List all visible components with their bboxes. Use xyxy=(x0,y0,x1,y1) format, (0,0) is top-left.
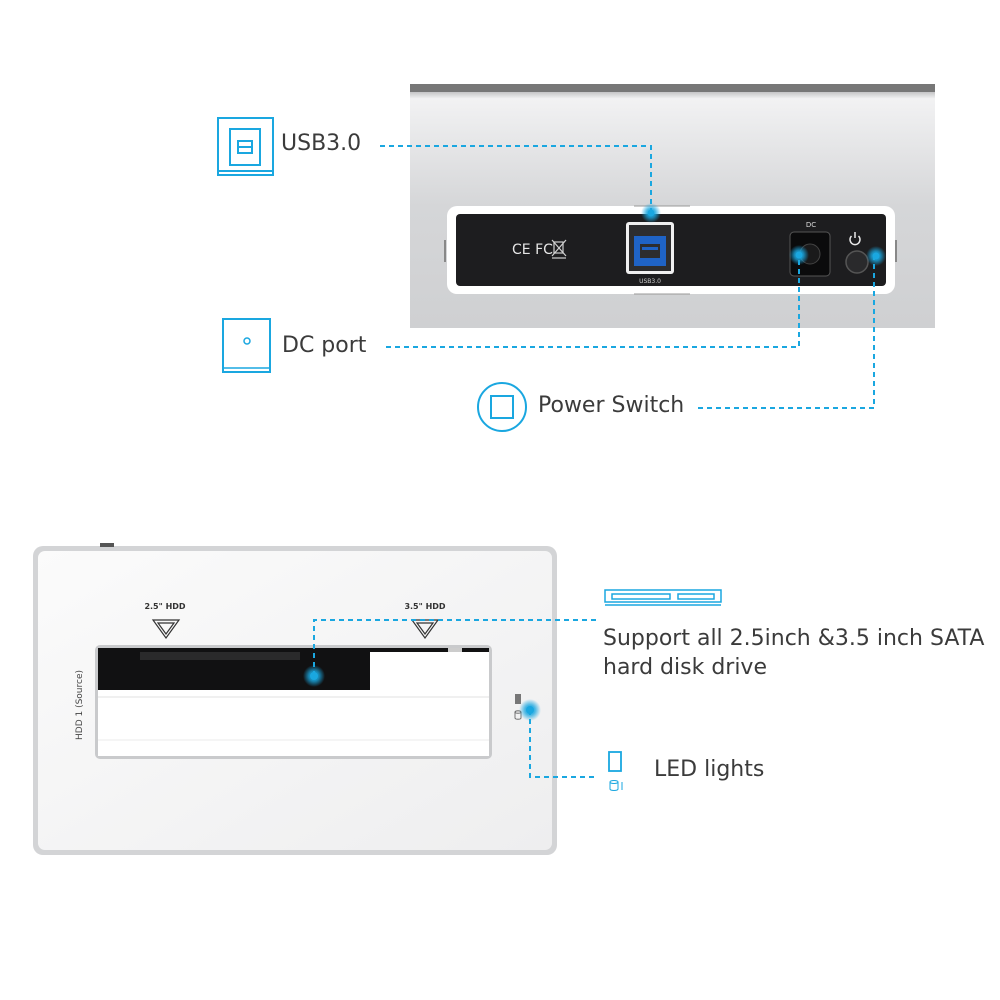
usb-port-label: USB3.0 xyxy=(639,278,661,285)
sata-drive-icon xyxy=(604,589,722,606)
dc-label: DC xyxy=(806,221,816,229)
usb-icon xyxy=(217,117,274,176)
callout-lines-top xyxy=(380,145,875,409)
slot-35-label: 3.5" HDD xyxy=(404,602,445,611)
callout-dc-port-label: DC port xyxy=(282,333,367,358)
power-icon xyxy=(849,232,861,246)
rear-view-diagram: CE FC USB3.0 DC xyxy=(217,84,935,432)
slot-25-label: 2.5" HDD xyxy=(144,602,185,611)
callout-lines-bottom xyxy=(313,619,598,778)
cert-marks: CE FC xyxy=(512,242,553,258)
callout-usb-label: USB3.0 xyxy=(281,131,362,156)
slot-25-arrow-icon xyxy=(151,619,181,640)
power-switch-icon xyxy=(477,382,527,432)
top-view-diagram: 2.5" HDD 3.5" HDD HDD 1 (Source) xyxy=(33,543,722,855)
callout-power-switch-label: Power Switch xyxy=(538,393,685,418)
led-icon xyxy=(608,751,623,791)
callout-support-line2: hard disk drive xyxy=(603,655,767,680)
callout-support-line1: Support all 2.5inch &3.5 inch SATA xyxy=(603,626,985,651)
power-button xyxy=(845,250,869,274)
drive-bay xyxy=(95,645,492,759)
side-label: HDD 1 (Source) xyxy=(75,670,85,740)
dc-port-icon xyxy=(222,318,271,373)
usb-port xyxy=(626,222,674,274)
callout-led-label: LED lights xyxy=(654,757,765,782)
weee-icon xyxy=(551,239,567,259)
